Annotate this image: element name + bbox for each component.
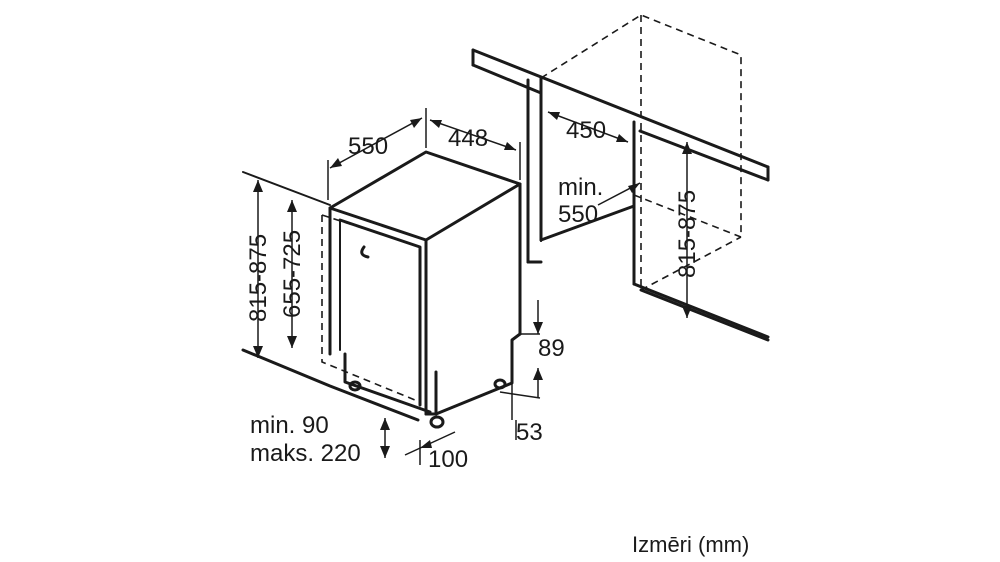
label-niche-width: 450 xyxy=(566,117,606,144)
label-niche-depth-value: 550 xyxy=(558,201,598,228)
label-plinth-low: 53 xyxy=(516,419,543,446)
niche-drawing xyxy=(471,14,770,342)
label-niche-height: 815-875 xyxy=(674,190,701,278)
label-plinth-high: 89 xyxy=(538,335,565,362)
label-foot-offset: 100 xyxy=(428,446,468,473)
label-depth: 550 xyxy=(348,133,388,160)
label-height-body: 655-725 xyxy=(279,230,306,318)
label-niche-depth-min: min. xyxy=(558,174,603,201)
foot-rear-right xyxy=(493,378,507,390)
label-plinth-max: maks. 220 xyxy=(250,440,361,467)
label-width: 448 xyxy=(448,125,488,152)
label-height-total-left: 815-875 xyxy=(245,234,272,322)
foot-front-right xyxy=(429,415,445,429)
label-plinth-min: min. 90 xyxy=(250,412,329,439)
appliance-drawing xyxy=(241,150,522,429)
foot-front-left xyxy=(348,380,362,392)
caption-units: Izmēri (mm) xyxy=(632,532,749,557)
appliance-dimensions xyxy=(253,108,543,465)
